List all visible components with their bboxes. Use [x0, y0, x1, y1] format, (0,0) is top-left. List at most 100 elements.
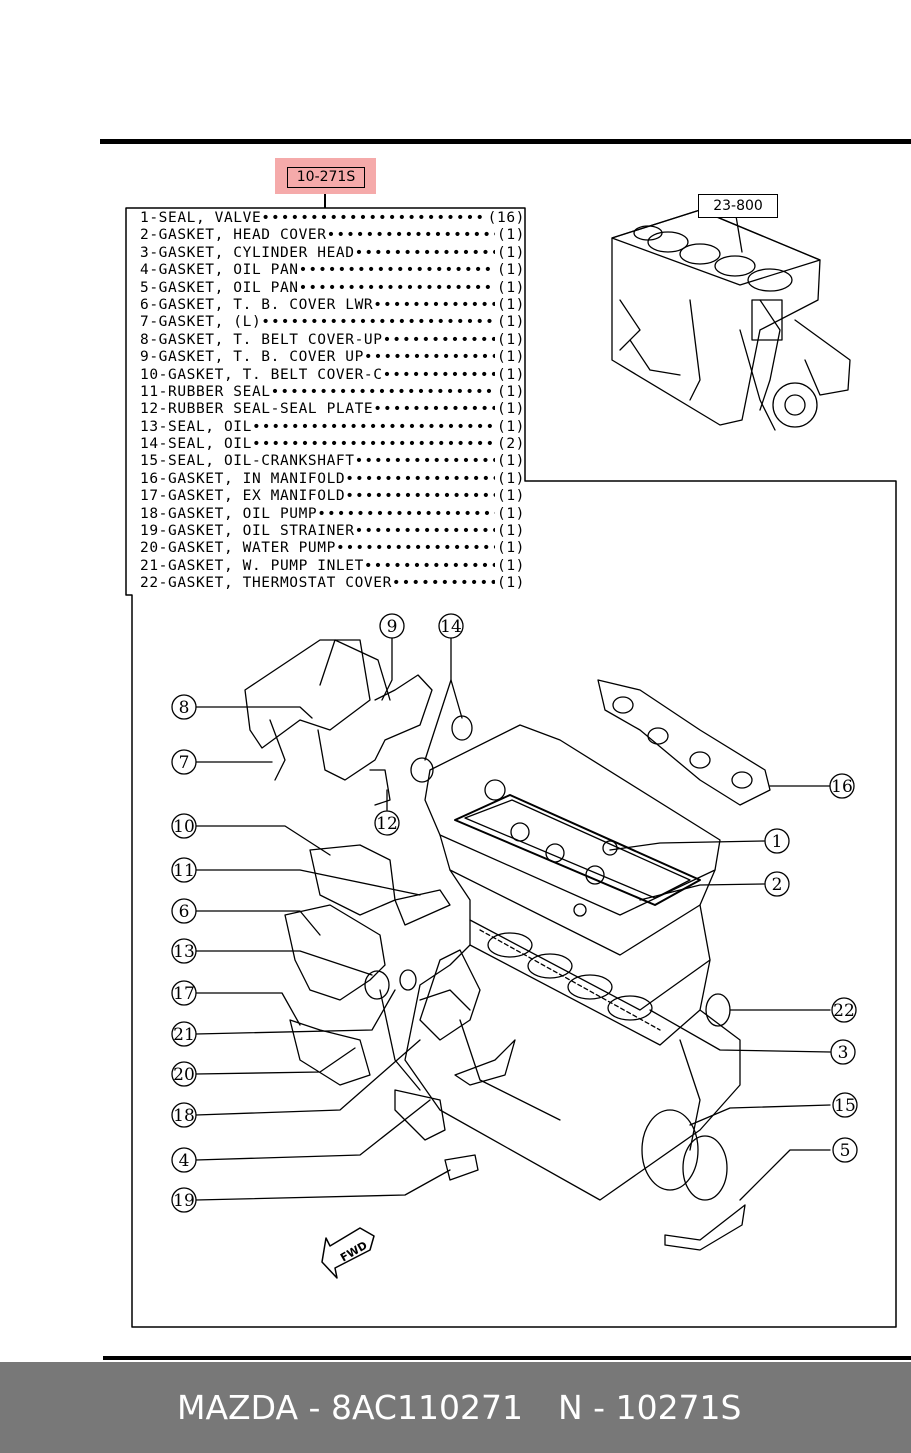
part-label: 16-GASKET, IN MANIFOLD [140, 470, 346, 487]
svg-text:19: 19 [173, 1191, 195, 1211]
callout-20: 20 [171, 1061, 197, 1087]
part-quantity: (1) [497, 523, 525, 540]
callout-12: 12 [374, 810, 400, 836]
svg-text:12: 12 [376, 814, 398, 834]
part-label: 14-SEAL, OIL [140, 436, 252, 453]
callout-5: 5 [832, 1137, 858, 1163]
parts-list-item: 11-RUBBER SEAL••••••••••••••••••••••••••… [140, 384, 525, 401]
callout-2: 2 [764, 871, 790, 897]
callout-15: 15 [832, 1092, 858, 1118]
leader-dots: •••••••••••••••••••••••••••••••••••••••• [354, 523, 495, 540]
part-label: 20-GASKET, WATER PUMP [140, 540, 336, 557]
footer-kit-code: N - 10271S [558, 1388, 742, 1427]
svg-text:18: 18 [173, 1106, 195, 1126]
part-quantity: (1) [497, 314, 525, 331]
parts-list-item: 19-GASKET, OIL STRAINER•••••••••••••••••… [140, 523, 525, 540]
parts-list-item: 12-RUBBER SEAL-SEAL PLATE•••••••••••••••… [140, 401, 525, 418]
leader-dots: •••••••••••••••••••••••••••••••••••••••• [373, 401, 495, 418]
part-quantity: (1) [497, 366, 525, 383]
part-label: 7-GASKET, (L) [140, 314, 262, 331]
kit-number: 10-271S [287, 167, 365, 188]
top-rule [100, 139, 911, 144]
leader-dots: •••••••••••••••••••••••••••••••••••••••• [261, 210, 486, 226]
part-label: 5-GASKET, OIL PAN [140, 279, 299, 296]
part-quantity: (1) [497, 262, 525, 279]
leader-dots: •••••••••••••••••••••••••••••••••••••••• [251, 436, 495, 453]
part-quantity: (1) [497, 227, 525, 244]
parts-list-item: 22-GASKET, THERMOSTAT COVER•••••••••••••… [140, 575, 525, 592]
part-quantity: (1) [497, 279, 525, 296]
part-label: 11-RUBBER SEAL [140, 383, 271, 400]
svg-text:14: 14 [440, 617, 462, 637]
leader-dots: •••••••••••••••••••••••••••••••••••••••• [298, 262, 495, 279]
leader-dots: •••••••••••••••••••••••••••••••••••••••• [373, 296, 495, 313]
part-quantity: (1) [497, 505, 525, 522]
parts-list-item: 5-GASKET, OIL PAN•••••••••••••••••••••••… [140, 280, 525, 297]
footer-brand-part-number: MAZDA - 8AC110271 [177, 1388, 523, 1427]
svg-text:4: 4 [179, 1151, 190, 1171]
leader-dots: •••••••••••••••••••••••••••••••••••••••• [326, 227, 495, 244]
callout-18: 18 [171, 1102, 197, 1128]
timing-belt-covers [244, 639, 481, 1141]
part-label: 10-GASKET, T. BELT COVER-C [140, 366, 383, 383]
leader-dots: •••••••••••••••••••••••••••••••••••••••• [261, 314, 495, 331]
callout-22: 22 [831, 997, 857, 1023]
callout-19: 19 [171, 1187, 197, 1213]
engine-block-ref-label: 23-800 [698, 194, 778, 218]
callout-16: 16 [829, 773, 855, 799]
parts-list-item: 14-SEAL, OIL••••••••••••••••••••••••••••… [140, 436, 525, 453]
leader-dots: •••••••••••••••••••••••••••••••••••••••• [270, 383, 495, 400]
callout-21: 21 [171, 1021, 197, 1047]
parts-list-item: 6-GASKET, T. B. COVER LWR•••••••••••••••… [140, 297, 525, 314]
parts-list-item: 20-GASKET, WATER PUMP•••••••••••••••••••… [140, 540, 525, 557]
part-label: 18-GASKET, OIL PUMP [140, 505, 318, 522]
parts-list-item: 1-SEAL, VALVE•••••••••••••••••••••••••••… [140, 210, 525, 227]
parts-list: 1-SEAL, VALVE•••••••••••••••••••••••••••… [140, 210, 525, 593]
part-quantity: (1) [497, 575, 525, 592]
callout-3: 3 [830, 1039, 856, 1065]
svg-text:8: 8 [179, 698, 190, 718]
part-label: 9-GASKET, T. B. COVER UP [140, 349, 364, 366]
part-quantity: (1) [497, 488, 525, 505]
callout-4: 4 [171, 1147, 197, 1173]
callout-7: 7 [171, 749, 197, 775]
callout-8: 8 [171, 694, 197, 720]
leader-dots: •••••••••••••••••••••••••••••••••••••••• [363, 349, 495, 366]
part-label: 6-GASKET, T. B. COVER LWR [140, 296, 374, 313]
callout-leaders [195, 637, 831, 1201]
part-quantity: (1) [497, 296, 525, 313]
bottom-rule [103, 1356, 911, 1360]
svg-text:7: 7 [179, 753, 190, 773]
part-quantity: (1) [497, 331, 525, 348]
leader-dots: •••••••••••••••••••••••••••••••••••••••• [391, 575, 495, 592]
svg-text:17: 17 [173, 984, 195, 1004]
kit-number-label: 10-271S [275, 158, 376, 194]
svg-text:1: 1 [772, 832, 783, 852]
callout-13: 13 [171, 938, 197, 964]
kit-leader-line [324, 194, 326, 208]
callouts: 9 14 8 7 12 10 11 6 13 17 21 20 18 4 19 … [171, 613, 858, 1213]
part-quantity: (1) [497, 244, 525, 261]
parts-list-item: 8-GASKET, T. BELT COVER-UP••••••••••••••… [140, 332, 525, 349]
leader-dots: •••••••••••••••••••••••••••••••••••••••• [335, 540, 495, 557]
footer-bar: MAZDA - 8AC110271 N - 10271S [0, 1362, 911, 1453]
part-quantity: (1) [497, 401, 525, 418]
part-label: 3-GASKET, CYLINDER HEAD [140, 244, 355, 261]
callout-1: 1 [764, 828, 790, 854]
diagram-frame [125, 207, 897, 1328]
svg-text:9: 9 [387, 617, 398, 637]
leader-dots: •••••••••••••••••••••••••••••••••••••••• [345, 470, 495, 487]
part-quantity: (1) [497, 540, 525, 557]
svg-text:2: 2 [772, 875, 783, 895]
parts-list-item: 15-SEAL, OIL-CRANKSHAFT•••••••••••••••••… [140, 453, 525, 470]
leader-dots: •••••••••••••••••••••••••••••••••••••••• [363, 557, 495, 574]
part-quantity: (1) [497, 349, 525, 366]
part-quantity: (16) [487, 210, 525, 226]
svg-text:13: 13 [173, 942, 195, 962]
part-label: 22-GASKET, THERMOSTAT COVER [140, 575, 392, 592]
parts-list-item: 2-GASKET, HEAD COVER••••••••••••••••••••… [140, 227, 525, 244]
leader-dots: •••••••••••••••••••••••••••••••••••••••• [354, 244, 495, 261]
part-label: 19-GASKET, OIL STRAINER [140, 523, 355, 540]
leader-dots: •••••••••••••••••••••••••••••••••••••••• [298, 279, 495, 296]
